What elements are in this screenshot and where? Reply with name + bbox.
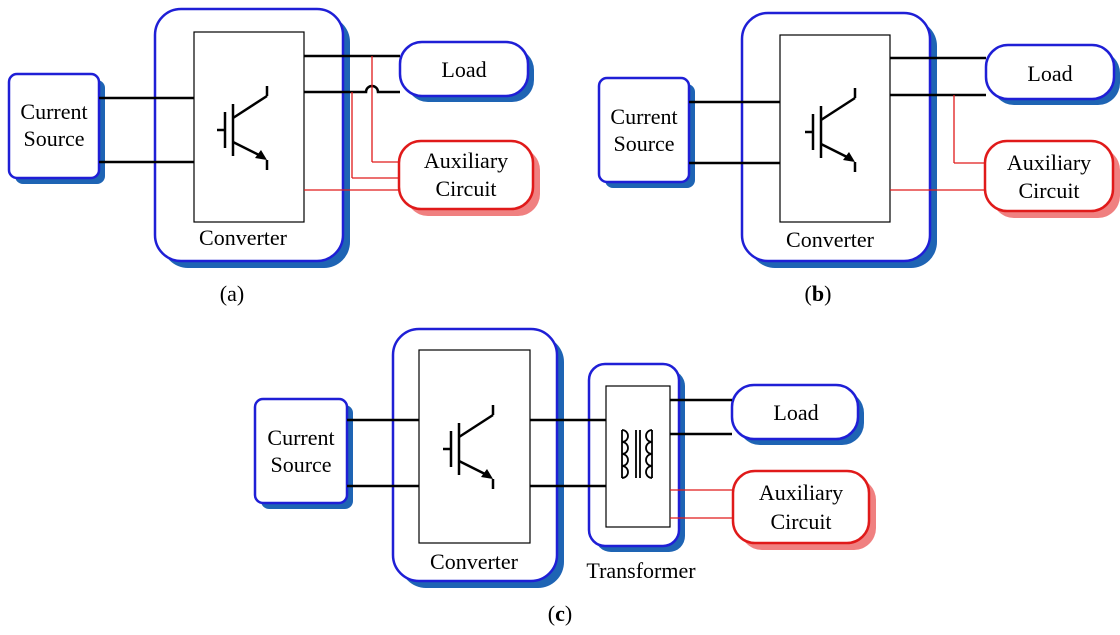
converter-block: Converter [740, 11, 937, 268]
converter-inner-box [193, 31, 305, 223]
igbt-icon [443, 405, 495, 489]
converter-label: Converter [786, 227, 875, 252]
auxiliary-circuit-block: Auxiliary Circuit [731, 469, 876, 550]
load-label: Load [1027, 61, 1072, 86]
diagram-b: Current Source Converter Load [597, 11, 1120, 306]
auxiliary-label-line2: Circuit [770, 509, 831, 534]
caption-b: (b) [805, 281, 832, 306]
auxiliary-label-line2: Circuit [1018, 178, 1079, 203]
current-source-label-line1: Current [267, 425, 334, 450]
auxiliary-label-line1: Auxiliary [759, 480, 843, 505]
converter-inner-box [779, 34, 891, 223]
load-block: Load [398, 40, 534, 102]
current-source-label-line2: Source [613, 131, 674, 156]
current-source-label-line1: Current [20, 99, 87, 124]
transformer-label: Transformer [586, 558, 696, 583]
caption-c: (c) [548, 601, 572, 626]
current-source-block: Current Source [253, 397, 353, 509]
diagram-c: Current Source Converter [253, 327, 876, 626]
current-source-label-line1: Current [610, 104, 677, 129]
wires-b [689, 56, 986, 165]
load-block: Load [730, 383, 864, 445]
converter-block: Converter [153, 7, 350, 268]
aux-wires-a [304, 56, 399, 191]
load-block: Load [984, 43, 1120, 105]
auxiliary-label-line1: Auxiliary [1007, 150, 1091, 175]
current-source-block: Current Source [597, 76, 695, 188]
transformer-coil-icon [621, 429, 653, 479]
converter-inner-box [418, 349, 531, 544]
aux-wires-b [890, 95, 985, 191]
converter-block: Converter [391, 327, 564, 588]
current-source-label-line2: Source [23, 126, 84, 151]
caption-a: (a) [220, 281, 244, 306]
current-source-label-line2: Source [270, 452, 331, 477]
aux-wires-c [670, 489, 733, 519]
wires-c [347, 398, 732, 488]
current-source-block: Current Source [7, 72, 105, 184]
converter-label: Converter [430, 549, 519, 574]
transformer-block: Transformer [586, 362, 696, 583]
converter-label: Converter [199, 225, 288, 250]
igbt-icon [805, 88, 857, 172]
diagram-a: Current Source Converter Load [7, 7, 540, 306]
auxiliary-label-line1: Auxiliary [424, 148, 508, 173]
load-label: Load [441, 57, 486, 82]
igbt-icon [217, 86, 269, 170]
auxiliary-circuit-block: Auxiliary Circuit [397, 139, 540, 216]
load-label: Load [773, 400, 818, 425]
transformer-inner-box [605, 385, 671, 528]
auxiliary-circuit-block: Auxiliary Circuit [983, 139, 1120, 218]
auxiliary-label-line2: Circuit [435, 176, 496, 201]
